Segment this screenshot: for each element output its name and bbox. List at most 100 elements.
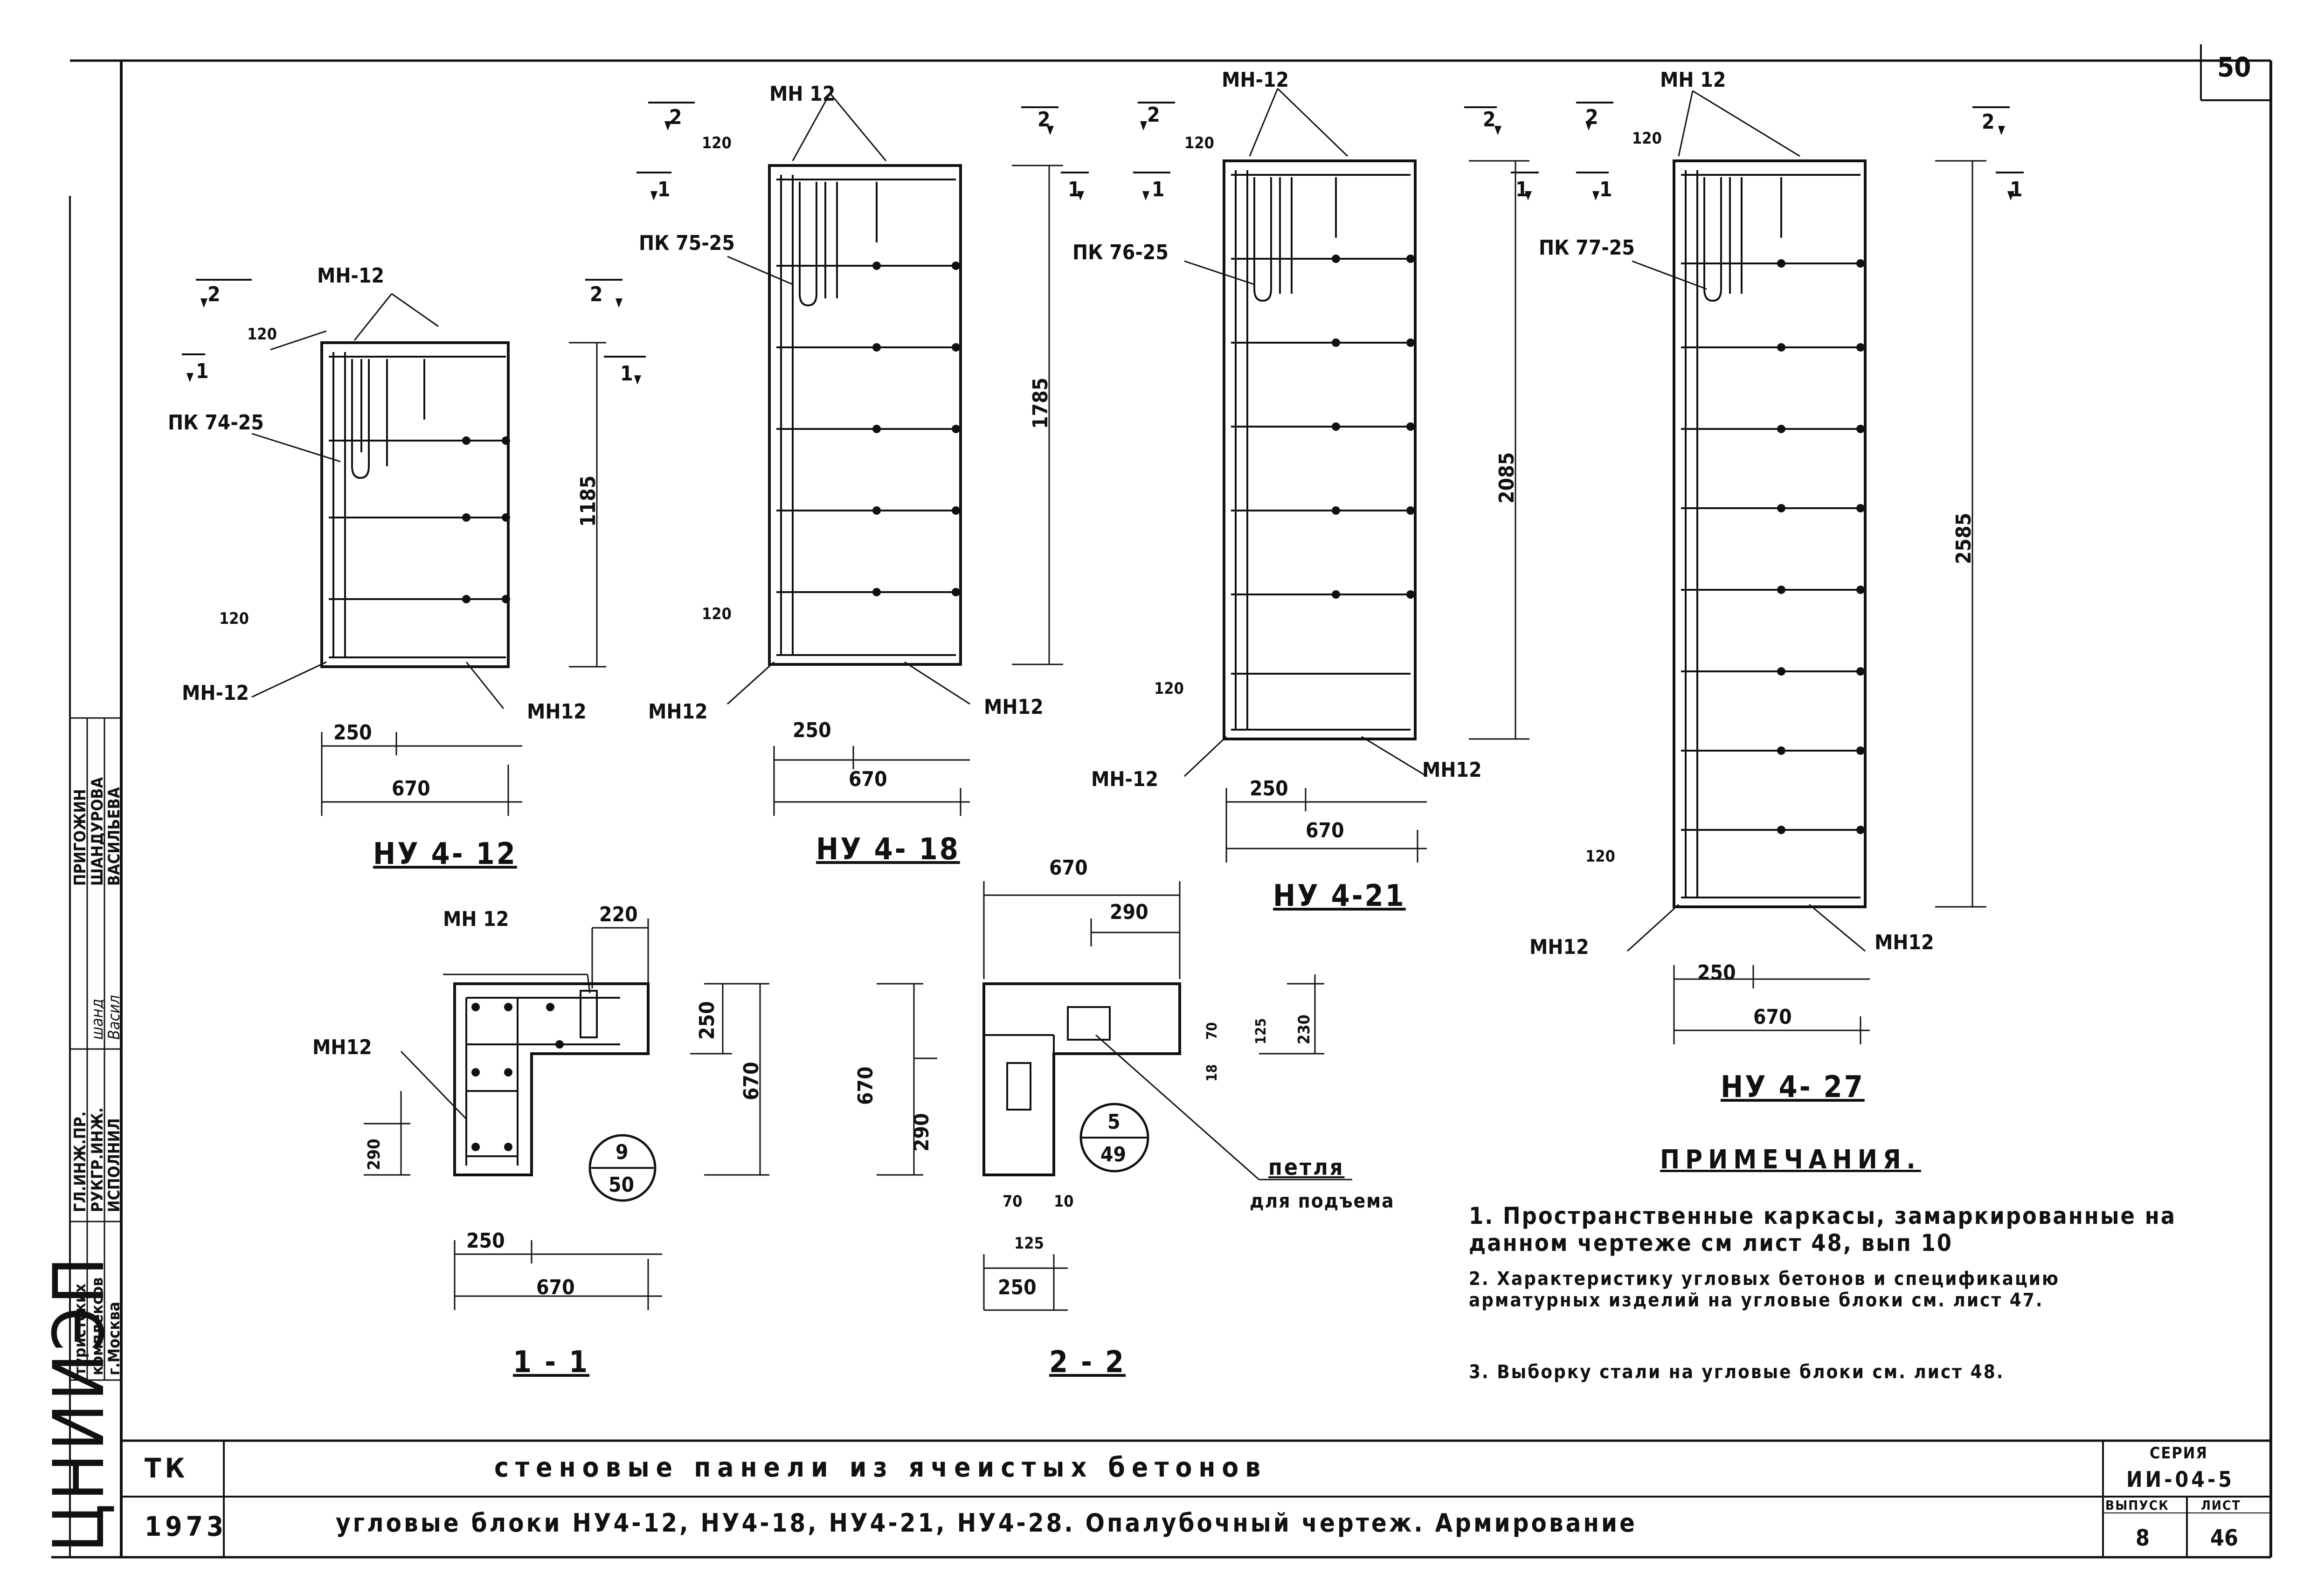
dim-250-sec22-bottom: 250 [998, 1276, 1037, 1299]
label-pk75: ПК 75-25 [639, 231, 735, 255]
cut-1-ny18: 1 [657, 178, 671, 201]
label-mn12-ny21-right: МН12 [1422, 758, 1482, 782]
title-ny4-21: НУ 4-21 [1273, 879, 1406, 913]
series-label: СЕРИЯ [2150, 1444, 2208, 1463]
loop-label-1: петля [1268, 1154, 1345, 1181]
label-mn12-ny21-left: МН-12 [1091, 767, 1159, 791]
label-mn12-ny27-right: МН12 [1874, 931, 1934, 954]
dim-290-sec22-top: 290 [1110, 900, 1148, 924]
cut-1-ny12: 1 [196, 359, 209, 383]
dim-250-ny27: 250 [1697, 961, 1736, 985]
dim-70-sec22: 70 [1204, 1022, 1220, 1040]
cut-2-ny21-right: 2 [1483, 108, 1496, 131]
callout-sec22-top: 5 [1107, 1110, 1120, 1134]
dim-2085: 2085 [1495, 452, 1519, 504]
label-mn12-sec11-top: МН 12 [443, 907, 509, 931]
label-mn12-ny18-right: МН12 [984, 695, 1044, 719]
cut-2-ny12: 2 [208, 283, 221, 306]
dim-10-sec22-bottom: 10 [1054, 1192, 1074, 1211]
stamp-org-line-2: комплексов [88, 1277, 107, 1375]
note-2: 2. Характеристику угловых бетонов и спец… [1469, 1268, 2060, 1311]
dim-670-ny12: 670 [392, 777, 430, 801]
series-value: ИИ-04-5 [2126, 1467, 2235, 1492]
label-mn12-ny21-top: МН-12 [1222, 68, 1289, 92]
cut-1-ny18-right: 1 [1068, 178, 1081, 201]
stamp-role-3: ИСПОЛНИЛ [105, 1118, 124, 1212]
cut-2-ny18-right: 2 [1038, 108, 1051, 131]
label-pk77: ПК 77-25 [1539, 236, 1635, 260]
dim-125-sec22-bottom: 125 [1014, 1234, 1044, 1253]
label-mn12-sec11-left: МН12 [312, 1036, 372, 1059]
dim-290-sec22-left: 290 [910, 1113, 934, 1152]
title-ny4-27: НУ 4- 27 [1721, 1070, 1865, 1105]
cut-2-ny21: 2 [1147, 103, 1160, 127]
cut-2-ny27: 2 [1585, 105, 1598, 129]
dim-670-ny18: 670 [849, 767, 887, 791]
cut-1-ny27: 1 [1599, 178, 1612, 201]
dim-120-ny12-bottom: 120 [219, 609, 249, 628]
label-pk74: ПК 74-25 [168, 411, 264, 435]
title-ny4-12: НУ 4- 12 [373, 837, 517, 871]
dim-250-sec11-bottom: 250 [466, 1229, 505, 1253]
label-mn12-ny12-right: МН12 [527, 700, 587, 724]
dim-120-ny18-top: 120 [702, 134, 732, 152]
cut-2-ny27-right: 2 [1982, 110, 1995, 134]
callout-sec11-top: 9 [616, 1140, 629, 1164]
cut-1-ny21: 1 [1152, 178, 1165, 201]
title-section-1-1: 1 - 1 [513, 1345, 590, 1380]
dim-18-sec22: 18 [1204, 1064, 1220, 1082]
cut-1-ny12-right: 1 [620, 362, 633, 386]
dim-670-ny27: 670 [1753, 1005, 1792, 1029]
dim-1785: 1785 [1029, 377, 1052, 429]
dim-120-ny12-top: 120 [247, 325, 277, 344]
title-block-line-1: стеновые панели из ячеистых бетонов [494, 1451, 1267, 1483]
title-block-code: ТК [145, 1452, 189, 1484]
label-pk76: ПК 76-25 [1072, 241, 1169, 264]
sheet-label: ЛИСТ [2201, 1498, 2241, 1513]
label-mn12-ny27-left: МН12 [1529, 935, 1589, 959]
stamp-org-line-1: туристских [71, 1284, 90, 1375]
stamp-role-1: ГЛ.ИНЖ.ПР. [71, 1111, 90, 1212]
note-3: 3. Выборку стали на угловые блоки см. ли… [1469, 1361, 2005, 1383]
dim-120-ny21-top: 120 [1184, 134, 1214, 152]
notes-heading: ПРИМЕЧАНИЯ. [1660, 1145, 1921, 1175]
title-block-year: 1973 [145, 1511, 228, 1542]
stamp-org-line-3: г.Москва [105, 1302, 124, 1375]
callout-sec11-bottom: 50 [609, 1173, 635, 1197]
issue-value: 8 [2136, 1525, 2150, 1551]
sheet-value: 46 [2210, 1525, 2239, 1551]
title-block-line-2: угловые блоки НУ4-12, НУ4-18, НУ4-21, НУ… [336, 1508, 1637, 1538]
note-1: 1. Пространственные каркасы, замаркирова… [1469, 1202, 2177, 1257]
loop-label-2: для подъема [1250, 1189, 1395, 1212]
cut-1-ny27-right: 1 [2010, 178, 2023, 201]
dim-120-ny27-top: 120 [1632, 129, 1662, 148]
dim-290-sec11: 290 [365, 1139, 384, 1170]
label-mn12-ny12-top: МН-12 [317, 264, 385, 288]
dim-670-sec22-top: 670 [1049, 856, 1088, 880]
stamp-name-1: ПРИГОЖИН [71, 789, 90, 886]
stamp-signature-1: шанд [88, 999, 107, 1040]
label-mn12-ny27-top: МН 12 [1660, 68, 1726, 92]
dim-670-ny21: 670 [1306, 819, 1344, 842]
stamp-name-3: ВАСИЛЬЕВА [105, 787, 124, 886]
cut-2-ny12-right: 2 [590, 283, 603, 306]
title-ny4-18: НУ 4- 18 [816, 832, 960, 867]
label-mn12-ny18-top: МН 12 [769, 82, 836, 106]
dim-230-sec22: 230 [1295, 1015, 1314, 1044]
label-mn12-ny18-left: МН12 [648, 700, 708, 724]
dim-2585: 2585 [1952, 512, 1976, 564]
page-number: 50 [2217, 51, 2251, 83]
dim-120-ny18-bottom: 120 [702, 605, 732, 623]
dim-250-ny21: 250 [1250, 777, 1288, 801]
cut-1-ny21-right: 1 [1515, 178, 1529, 201]
dim-670-sec22-left: 670 [854, 1066, 878, 1105]
title-section-2-2: 2 - 2 [1049, 1345, 1126, 1380]
stamp-role-2: РУКГР.ИНЖ. [88, 1107, 107, 1212]
dim-670-sec11: 670 [740, 1062, 763, 1100]
cut-2-ny18: 2 [669, 105, 682, 129]
dim-125-sec22: 125 [1253, 1018, 1269, 1044]
dim-670-sec11-bottom: 670 [536, 1276, 575, 1299]
stamp-signature-2: Васил [105, 995, 124, 1040]
stamp-name-2: ШАНДУРОВА [88, 777, 107, 886]
